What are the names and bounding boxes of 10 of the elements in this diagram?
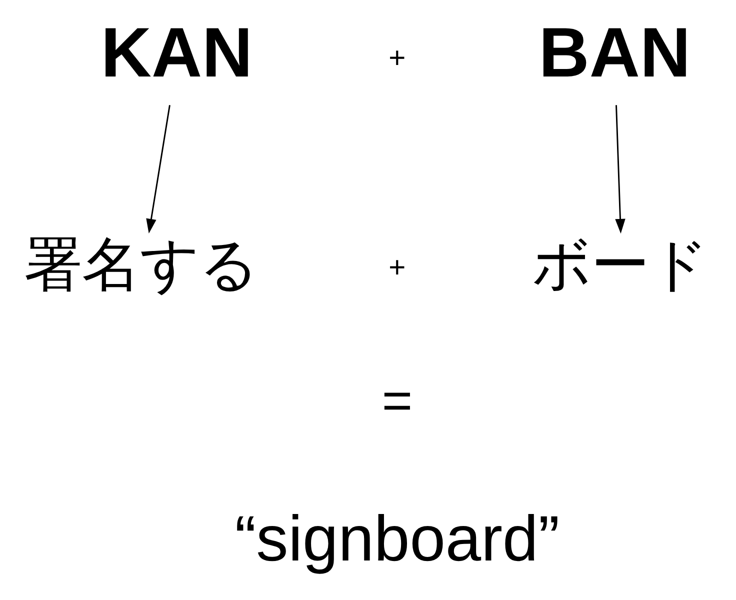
label: = xyxy=(382,370,413,430)
arrow xyxy=(615,104,626,234)
node-text: BAN xyxy=(538,12,691,91)
node-text: 署名する xyxy=(24,232,258,297)
label: “signboard” xyxy=(234,502,560,574)
label: + xyxy=(388,252,406,284)
node-text: ボード xyxy=(532,232,708,297)
node-text: KAN xyxy=(100,12,253,91)
label: + xyxy=(388,42,406,74)
arrow xyxy=(146,104,170,234)
